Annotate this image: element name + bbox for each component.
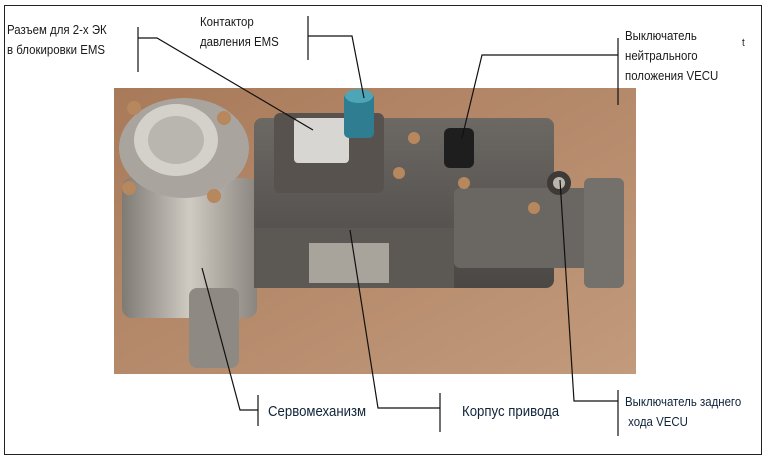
label-connector: Разъем для 2-х ЭК в блокировки EMS xyxy=(7,22,107,57)
label-housing: Корпус привода xyxy=(462,403,560,420)
gearbox-actuator-photo xyxy=(114,88,636,374)
label-servo: Сервомеханизм xyxy=(268,403,367,420)
stray-text: t xyxy=(742,37,745,49)
leader-housing xyxy=(349,229,440,409)
leader-servo xyxy=(201,267,258,411)
leader-connector xyxy=(138,37,314,131)
label-reverse-switch: Выключатель заднего ходa VECU xyxy=(625,394,742,429)
leader-reverse xyxy=(559,179,618,402)
label-neutral-switch: Выключатель нейтрального положения VECU xyxy=(625,28,719,83)
diagram-frame xyxy=(4,5,762,455)
leader-neutral xyxy=(461,54,618,139)
leader-pressure xyxy=(308,35,365,99)
label-pressure-switch: Контактор давления EMS xyxy=(200,14,279,49)
